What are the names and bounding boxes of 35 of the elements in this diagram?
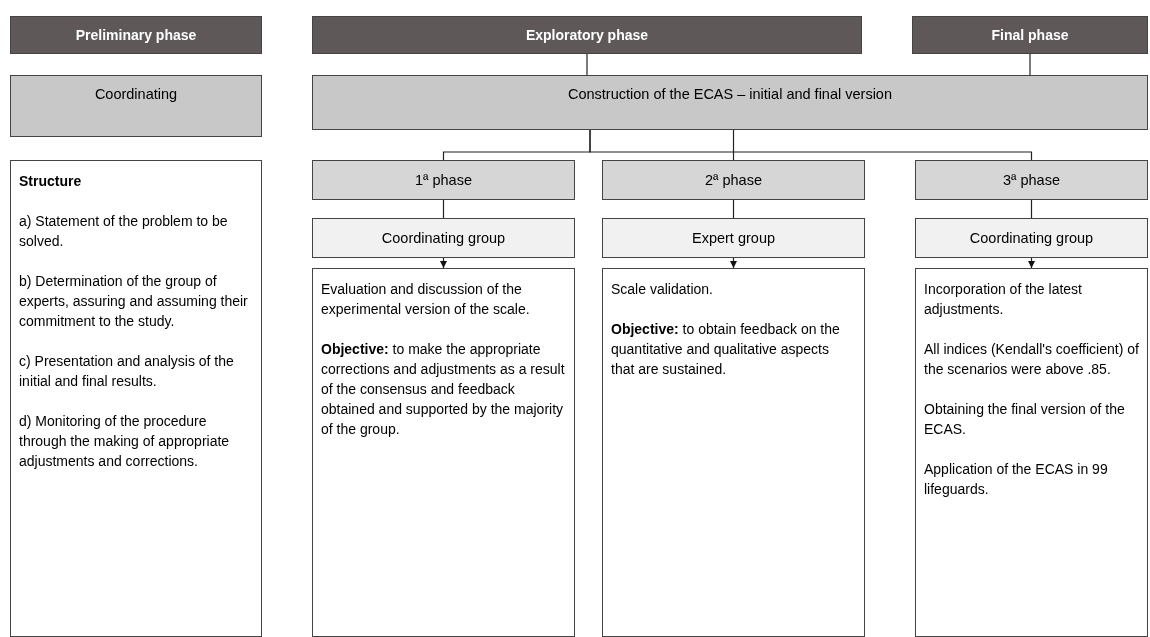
text-panel [312, 268, 575, 637]
connector-line [586, 53, 588, 76]
group-box: Coordinating group [915, 218, 1148, 258]
arrow [730, 257, 737, 269]
paragraph: Application of the ECAS in 99 lifeguards. [924, 460, 1109, 499]
paragraph: Incorporation of the latest adjustments. [924, 280, 1083, 319]
paragraph: Objective: to make the appropriate corrections and adjustments as a result of the consensus and feedback obtained and supported by the majority of the group. [321, 340, 566, 439]
phase-box: 3ª phase [915, 160, 1148, 200]
phase-header: Exploratory phase [312, 16, 862, 54]
paragraph: Obtaining the final version of the ECAS. [924, 400, 1126, 439]
phase-box: 1ª phase [312, 160, 575, 200]
paragraph: b) Determination of the group of experts, assuring and assuming their commitment to the study. [19, 272, 249, 331]
panel-heading: Structure [19, 172, 83, 191]
text-panel [10, 160, 262, 637]
phase-header: Final phase [912, 16, 1148, 54]
group-box: Coordinating group [312, 218, 575, 258]
paragraph: d) Monitoring of the procedure through the making of appropriate adjustments and corrections. [19, 412, 231, 471]
connector-line [1029, 53, 1031, 76]
phase-box: 2ª phase [602, 160, 865, 200]
group-box: Expert group [602, 218, 865, 258]
arrow [440, 257, 447, 269]
text-panel [915, 268, 1148, 637]
paragraph: All indices (Kendall's coefficient) of the scenarios were above .85. [924, 340, 1139, 379]
arrow [1028, 257, 1035, 269]
connector-line [732, 129, 735, 161]
stage-box: Construction of the ECAS – initial and final version [312, 75, 1148, 130]
stage-box: Coordinating [10, 75, 262, 137]
phase-header: Preliminary phase [10, 16, 262, 54]
text-panel [602, 268, 865, 637]
paragraph: Scale validation. [611, 280, 714, 299]
paragraph: Evaluation and discussion of the experimental version of the scale. [321, 280, 531, 319]
paragraph: a) Statement of the problem to be solved. [19, 212, 229, 251]
connector-line [589, 129, 1033, 161]
paragraph: c) Presentation and analysis of the initial and final results. [19, 352, 235, 391]
paragraph: Objective: to obtain feedback on the quantitative and qualitative aspects that are sustained. [611, 320, 841, 379]
